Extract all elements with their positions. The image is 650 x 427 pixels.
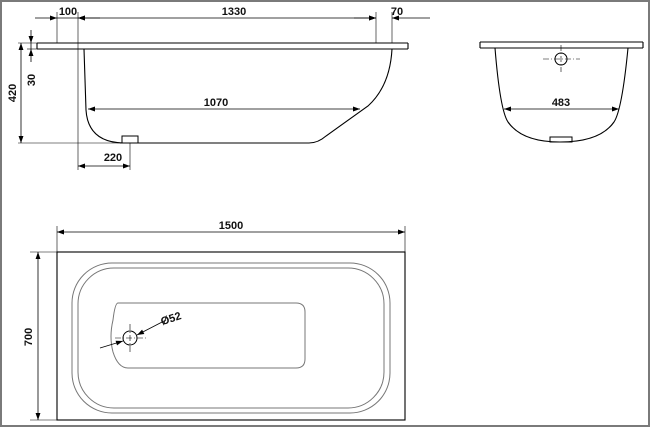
dim-overall-width: 700 bbox=[23, 328, 35, 346]
dim-flange-right: 70 bbox=[391, 6, 403, 18]
dim-drain-offset: 220 bbox=[104, 152, 122, 164]
end-view: 483 bbox=[479, 41, 644, 143]
dim-top-length: 1330 bbox=[222, 6, 246, 18]
dim-flange-left: 100 bbox=[59, 6, 77, 18]
dim-rim-thickness: 30 bbox=[26, 74, 38, 86]
side-view: 100 1330 70 420 30 1070 220 bbox=[7, 6, 430, 170]
top-view: 1500 700 Ø52 bbox=[23, 220, 406, 421]
dim-height: 420 bbox=[7, 84, 19, 102]
dim-overall-length: 1500 bbox=[219, 220, 243, 232]
dim-drain-diameter: Ø52 bbox=[159, 310, 182, 328]
dim-bottom-length: 1070 bbox=[204, 97, 228, 109]
dim-end-width: 483 bbox=[552, 97, 570, 109]
